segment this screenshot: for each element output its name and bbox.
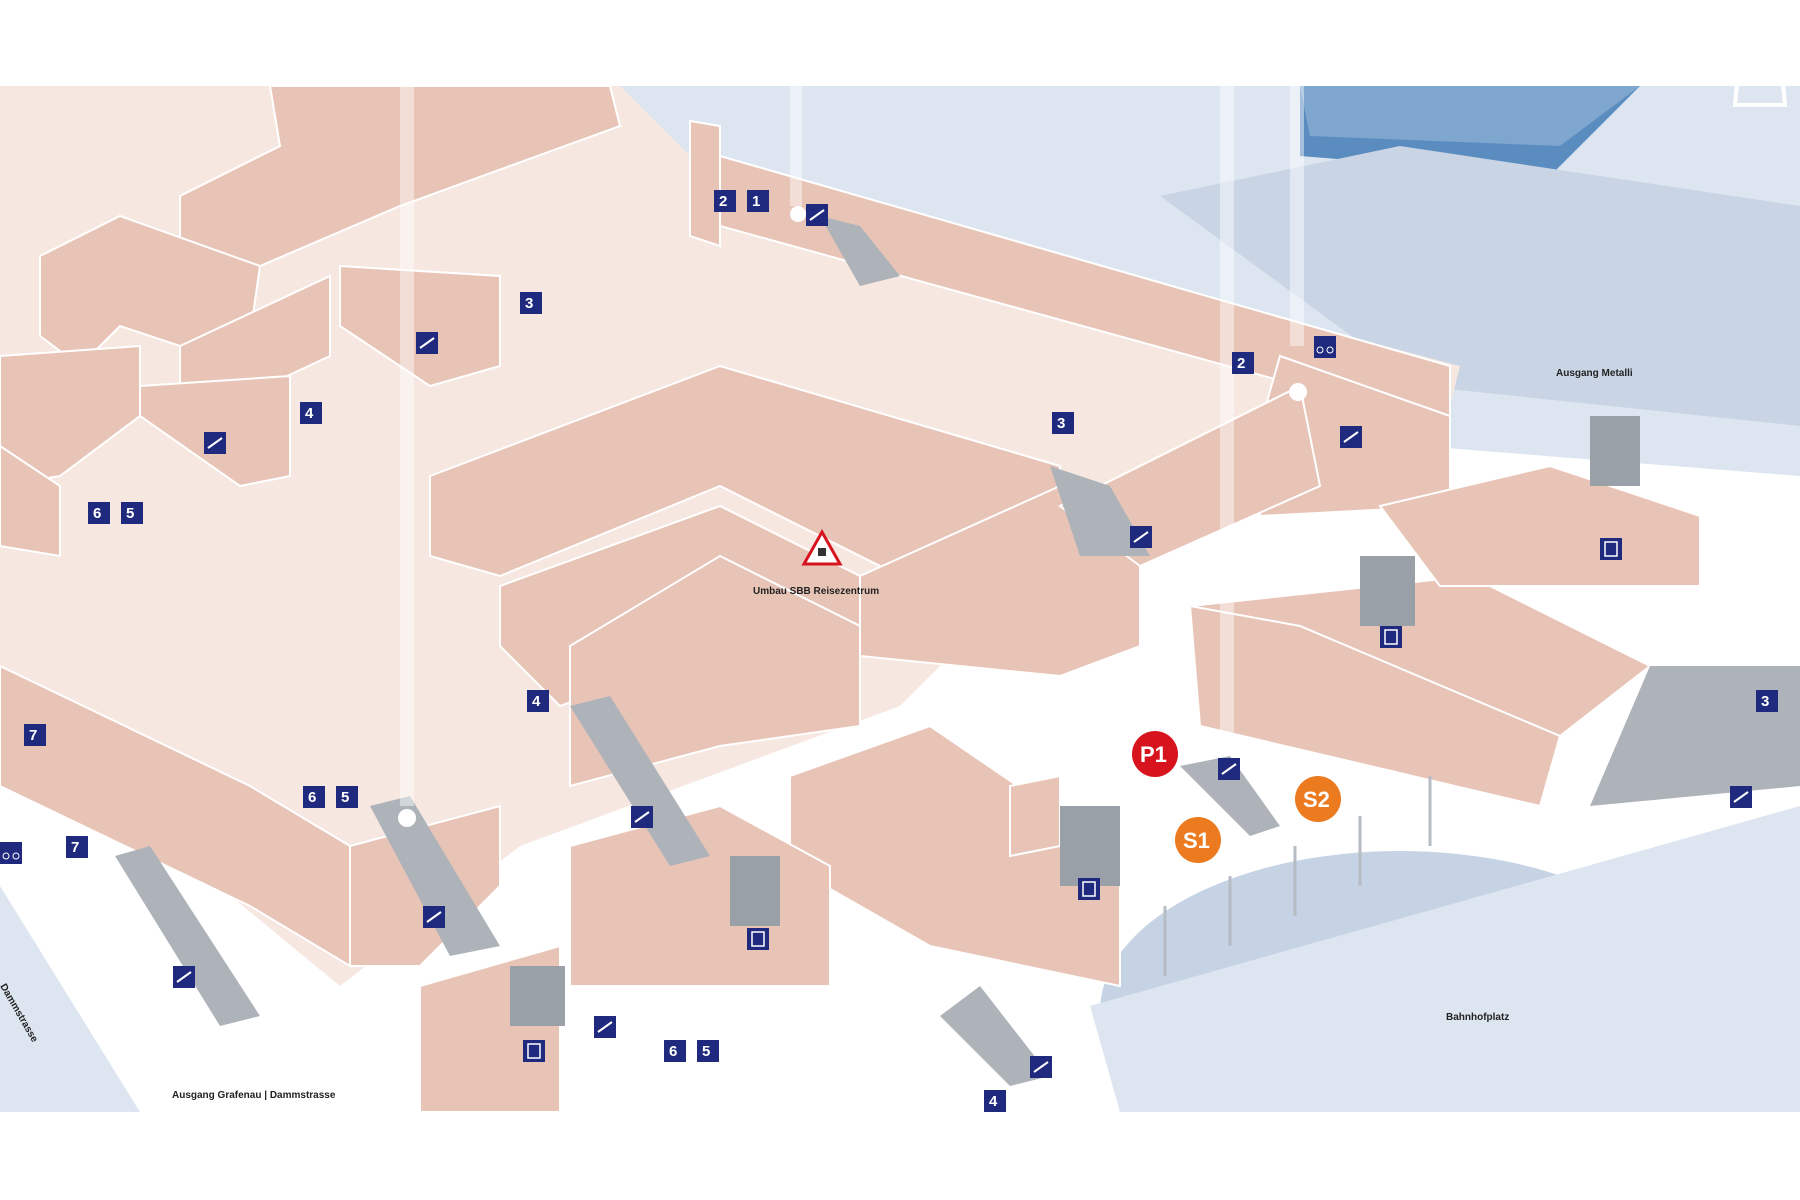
escalator-icon: [1130, 526, 1152, 548]
elevator-icon-group: [523, 538, 1622, 1062]
street-area: [0, 886, 140, 1112]
platform-number: 4: [989, 1093, 998, 1110]
platform-number: 3: [1761, 693, 1769, 710]
escalator-icon-group: [173, 204, 1752, 1078]
escalators: [115, 216, 1800, 1086]
escalator-icon: [1340, 426, 1362, 448]
shadow-area: [1160, 146, 1800, 426]
platform-number: 4: [532, 693, 541, 710]
escalator-icon: [631, 806, 653, 828]
elevator-shafts: [510, 416, 1640, 1026]
elevator-icon: [747, 928, 769, 950]
platform-number: 7: [29, 727, 37, 744]
platform-number: 6: [93, 505, 101, 522]
platform-number: 6: [669, 1043, 677, 1060]
s1-marker[interactable]: S1: [1175, 817, 1221, 863]
platform-number: 2: [719, 193, 727, 210]
svg-text:P1: P1: [1140, 742, 1167, 767]
svg-text:S2: S2: [1303, 787, 1330, 812]
exit-grafenau-label: Ausgang Grafenau | Dammstrasse: [172, 1090, 336, 1101]
svg-text:S1: S1: [1183, 828, 1210, 853]
light-point: [790, 206, 806, 222]
bicycle-icon: [0, 842, 22, 864]
platform-number: 5: [341, 789, 349, 806]
platform-number: 5: [702, 1043, 710, 1060]
elevator-icon: [1380, 626, 1402, 648]
roof-top: [1300, 86, 1640, 146]
escalator-icon: [416, 332, 438, 354]
escalator-icon: [204, 432, 226, 454]
escalator-icon: [1730, 786, 1752, 808]
shopping-bag-icon[interactable]: [1730, 10, 1790, 110]
escalator-icon: [1030, 1056, 1052, 1078]
poles: [1163, 776, 1432, 976]
platform-number: 6: [308, 789, 316, 806]
platform-number: 2: [1237, 355, 1245, 372]
elevator-icon: [1600, 538, 1622, 560]
elevator-icon: [1078, 878, 1100, 900]
platform-signs: 2 1 3 4 6 5 2 3 4 6 5 7 7 6 5 4 3: [24, 190, 1778, 1112]
escalator-icon: [594, 1016, 616, 1038]
square-area: [1090, 806, 1800, 1112]
platform-number: 5: [126, 505, 134, 522]
escalator-icon: [1218, 758, 1240, 780]
escalator-icon: [806, 204, 828, 226]
bahnhofplatz-label: Bahnhofplatz: [1446, 1012, 1509, 1023]
platform-number: 3: [1057, 415, 1065, 432]
p1-marker[interactable]: P1: [1132, 731, 1178, 777]
light-point: [398, 809, 416, 827]
construction-label: Umbau SBB Reisezentrum: [753, 586, 879, 597]
station-map: 2 1 3 4 6 5 2 3 4 6 5 7 7 6 5 4 3: [0, 86, 1800, 1112]
platform-number: 1: [752, 193, 760, 210]
construction-warning-icon: [801, 528, 843, 566]
exit-metalli-label: Ausgang Metalli: [1556, 368, 1633, 379]
bicycle-icon: [1314, 336, 1336, 358]
platform-number: 4: [305, 405, 314, 422]
elevator-icon: [523, 1040, 545, 1062]
escalator-icon: [423, 906, 445, 928]
platform-number: 7: [71, 839, 79, 856]
light-point: [1289, 383, 1307, 401]
platform-number: 3: [525, 295, 533, 312]
light-beams: [400, 86, 1304, 806]
platform-sign: [714, 190, 736, 212]
s2-marker[interactable]: S2: [1295, 776, 1341, 822]
escalator-icon: [173, 966, 195, 988]
